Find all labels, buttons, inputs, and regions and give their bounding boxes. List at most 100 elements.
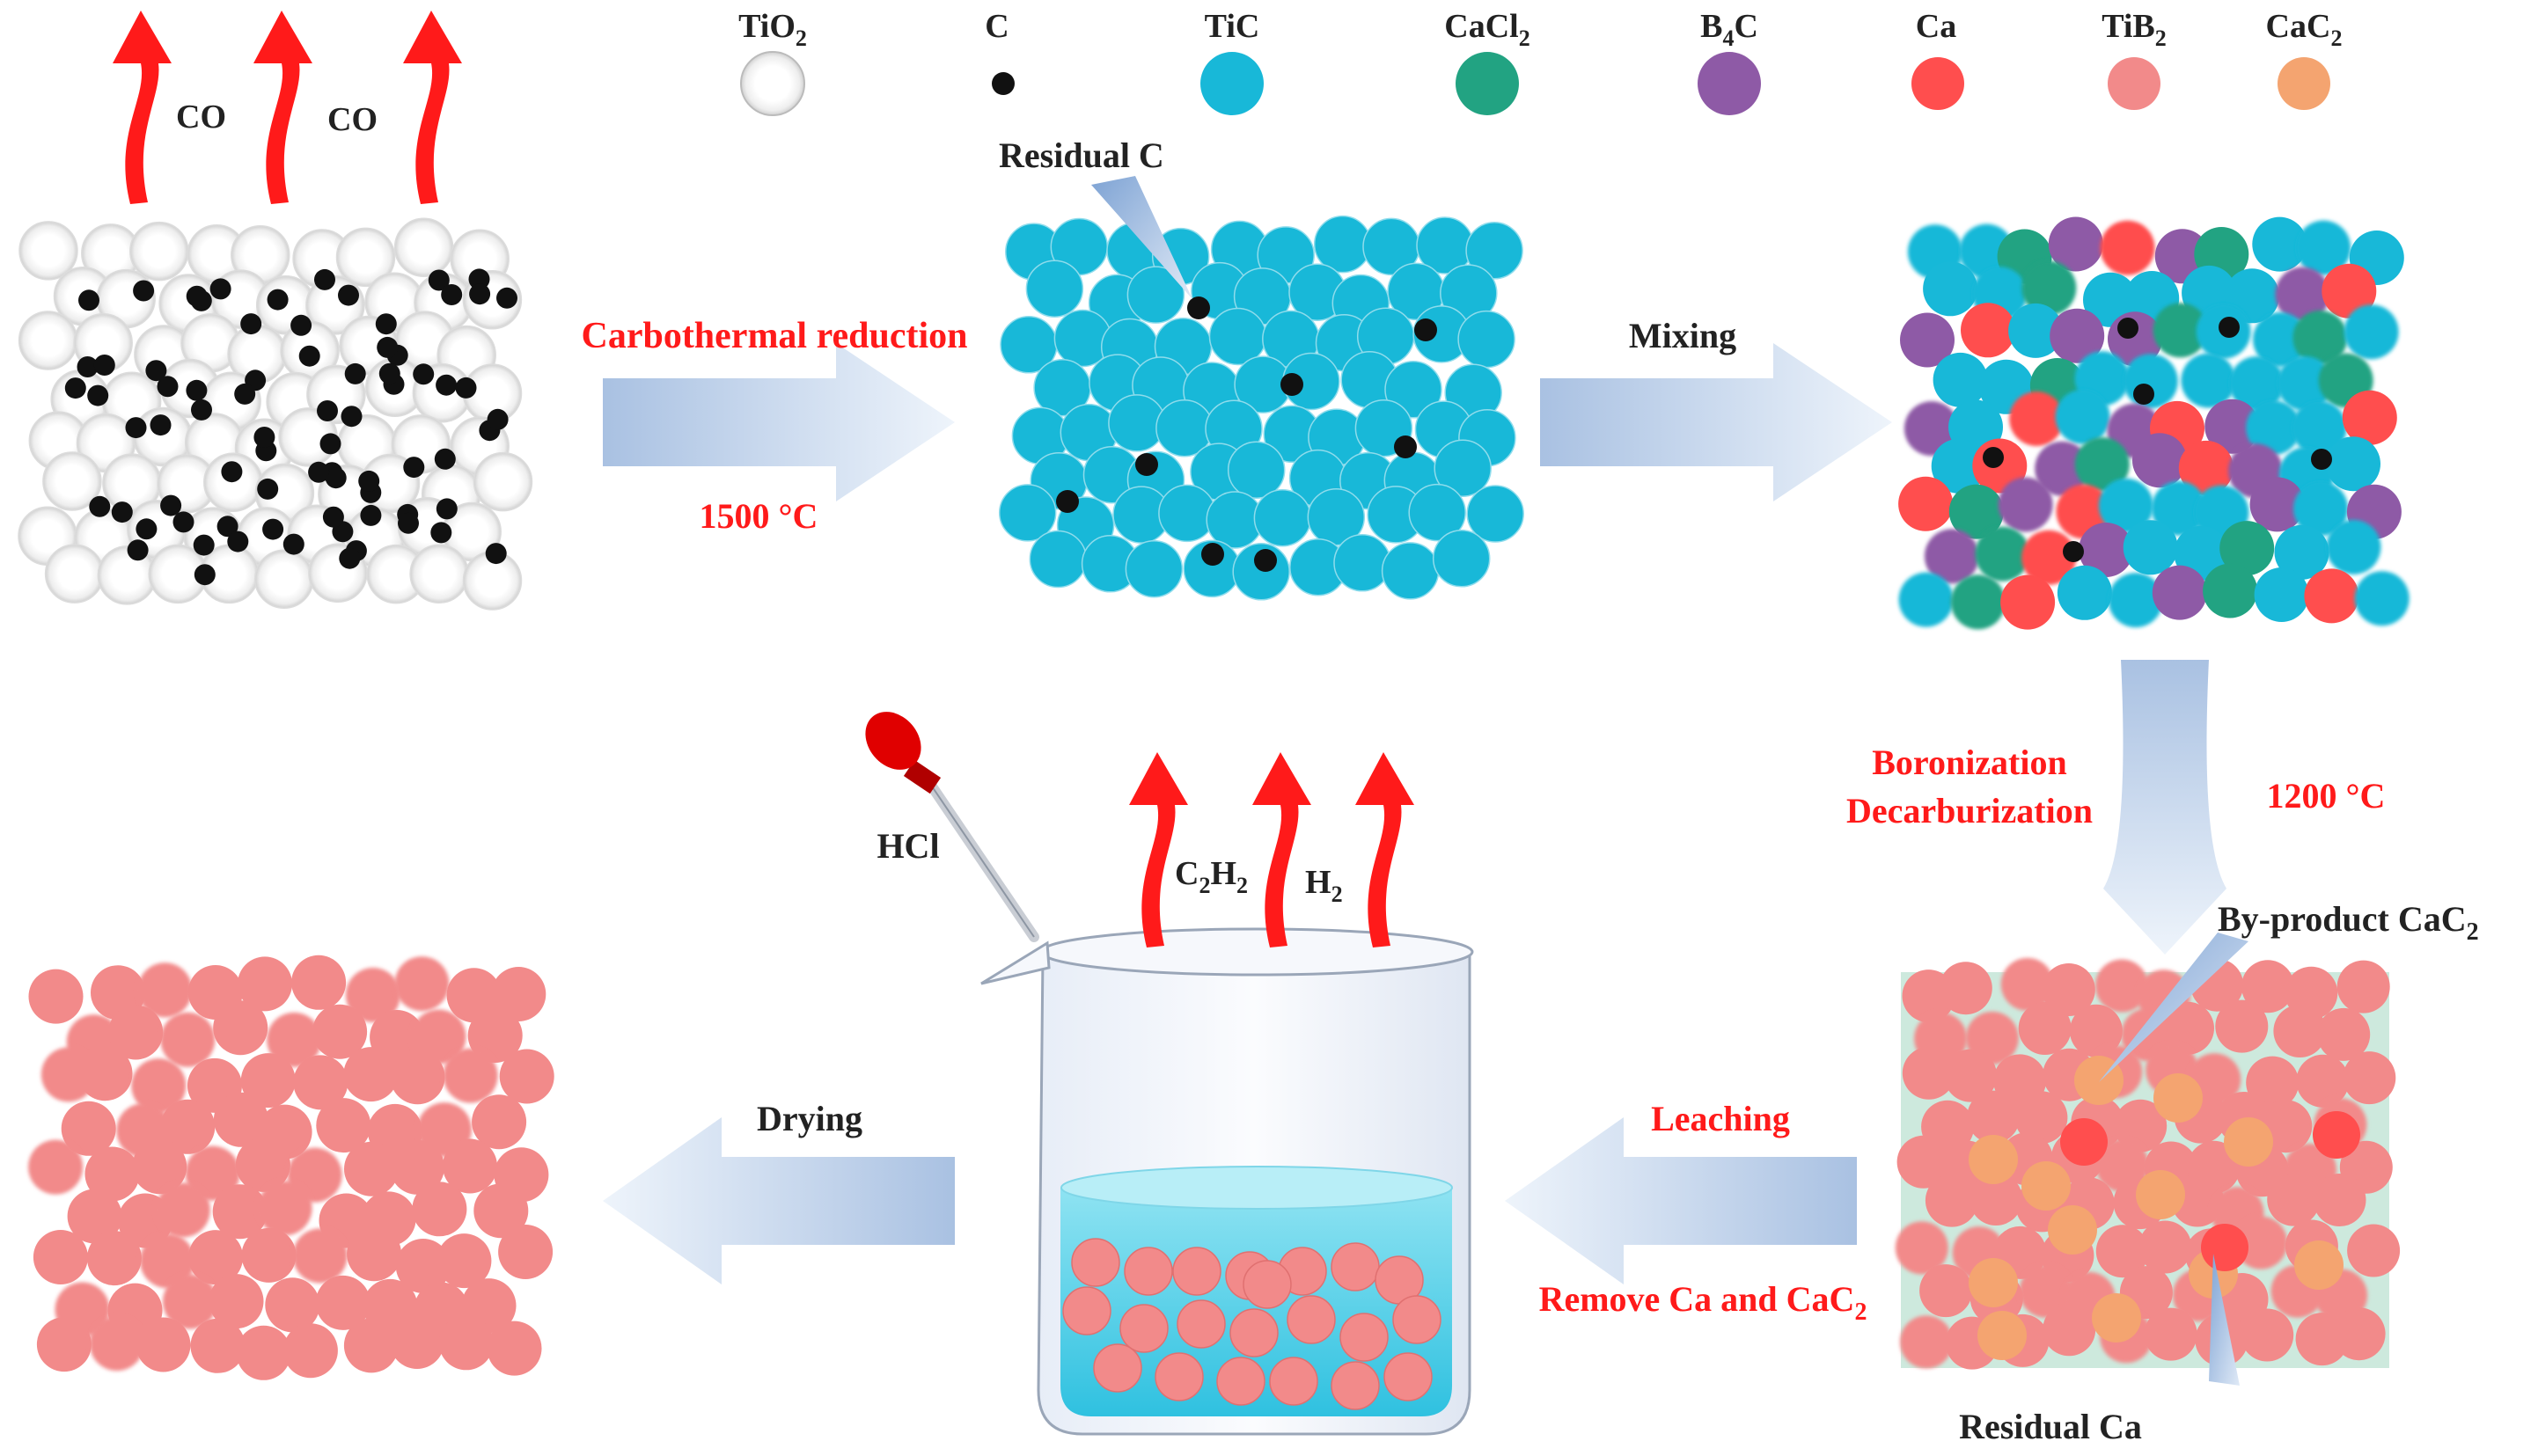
carbon-particle (172, 511, 194, 533)
tic-particle (998, 484, 1057, 542)
mixture-particle (2354, 571, 2410, 626)
tic-particle (1253, 488, 1312, 547)
tic-particle (1465, 222, 1523, 280)
tib2-particle (2267, 1173, 2321, 1226)
tib2-product-particle (390, 1139, 444, 1195)
tib2-product-particle (267, 1012, 322, 1067)
tio2-particle (335, 227, 396, 288)
panel-tic (998, 215, 1524, 601)
tio2-particle (18, 221, 78, 281)
mixture-particle (2055, 389, 2110, 444)
tib2-product-particle (86, 1231, 142, 1286)
tib2-product-particle (67, 1189, 122, 1244)
mixture-particle (2292, 310, 2348, 365)
co-label-1: CO (176, 99, 226, 135)
temp-1200-label: 1200 °C (2267, 776, 2386, 816)
cac2-byproduct-particle (1969, 1258, 2018, 1307)
panel-final-product (28, 955, 554, 1380)
tib2-product-particle (443, 1048, 498, 1103)
tib2-particle-in-solution (1269, 1357, 1318, 1406)
beaker (980, 927, 1474, 1436)
mixture-particle (2074, 436, 2130, 492)
tib2-product-particle (140, 1233, 195, 1289)
residual-carbon-particle (2117, 318, 2138, 339)
tib2-particle-in-solution (1229, 1308, 1279, 1357)
tib2-product-particle (209, 1274, 264, 1329)
carbon-particle (191, 399, 212, 421)
tib2-particle-in-solution (1243, 1260, 1292, 1309)
legend-swatch-cacl2 (1456, 52, 1519, 115)
legend-item-ca: Ca (1911, 8, 1964, 110)
tib2-product-particle (238, 956, 292, 1012)
tib2-product-particle (344, 1141, 399, 1196)
mixture-particle (2203, 563, 2258, 618)
mixture-particle (2021, 530, 2077, 585)
tib2-product-particle (236, 1325, 291, 1380)
carbon-particle (87, 384, 109, 406)
carbon-particle (319, 433, 341, 455)
mixture-particle (1898, 572, 1954, 627)
tio2-particle (42, 451, 102, 511)
legend-item-tio2: TiO2 (738, 8, 807, 116)
mixture-particle (1961, 303, 2015, 358)
legend-item-b4c: B4C (1698, 8, 1761, 115)
tib2-product-particle (155, 1182, 210, 1238)
tib2-product-particle (108, 1005, 164, 1060)
hcl-dropper: HCl (865, 712, 1039, 942)
tic-particle (1381, 542, 1440, 600)
tib2-product-particle (487, 1321, 542, 1376)
tic-particle (1208, 307, 1267, 366)
legend-swatch-tic (1200, 52, 1264, 115)
tib2-particle-in-solution (1155, 1352, 1204, 1401)
temp-1500-label: 1500 °C (700, 496, 818, 536)
mixture-particle (2178, 440, 2234, 495)
tib2-product-particle (160, 1012, 216, 1067)
gas-arrow-2 (1252, 752, 1311, 947)
legend-swatch-tio2 (740, 51, 805, 116)
tib2-particle (2095, 959, 2148, 1013)
tib2-product-particle (84, 1146, 140, 1202)
mixture-particle (2326, 519, 2381, 574)
tib2-product-particle (315, 1275, 370, 1330)
carbon-particle (341, 406, 363, 428)
tib2-product-particle (394, 956, 450, 1012)
byproduct-pointer (2099, 933, 2248, 1082)
carbon-particle (496, 287, 517, 309)
tib2-particle-in-solution (1119, 1304, 1169, 1353)
residual-ca-pointer (2209, 1254, 2240, 1386)
carbon-particle (428, 269, 450, 291)
mixture-particle (2249, 477, 2305, 532)
tib2-product-particle (389, 1314, 444, 1369)
mixture-particle (2292, 400, 2347, 456)
tib2-product-particle (472, 1094, 527, 1150)
carbon-particle (77, 356, 99, 377)
legend-label-c: C (985, 8, 1009, 45)
residual-carbon-particle (2063, 541, 2084, 562)
carbon-particle (322, 506, 344, 528)
residual-c-pointer (1091, 176, 1192, 299)
carbon-particle (150, 414, 172, 436)
tib2-product-particle (212, 1184, 268, 1240)
carbon-particle (360, 504, 382, 526)
tib2-particle (2273, 1005, 2327, 1057)
residual-ca-particle (2313, 1111, 2360, 1159)
arrow-mixing-shape (1540, 343, 1892, 501)
tib2-particle-in-solution (1339, 1313, 1389, 1362)
carbon-particle (111, 501, 133, 523)
mixture-particle (1923, 261, 1978, 317)
arrow-drying-shape (603, 1117, 955, 1284)
tib2-particle (2019, 1264, 2072, 1318)
remove-ca-cac2-label: Remove Ca and CaC2 (1539, 1279, 1867, 1326)
carbon-particle (186, 285, 208, 307)
tib2-product-particle (188, 1230, 244, 1285)
carbon-particle (436, 498, 458, 520)
tib2-product-particle (265, 1277, 320, 1333)
arrow-leaching-shape (1505, 1117, 1857, 1284)
tib2-product-particle (446, 968, 502, 1023)
tic-particle (1126, 266, 1185, 324)
residual-carbon-particle (1201, 543, 1224, 566)
mixture-particle (2326, 436, 2380, 492)
tib2-product-particle (185, 1145, 240, 1201)
carbon-particle (64, 377, 86, 399)
carbon-particle (282, 533, 304, 555)
